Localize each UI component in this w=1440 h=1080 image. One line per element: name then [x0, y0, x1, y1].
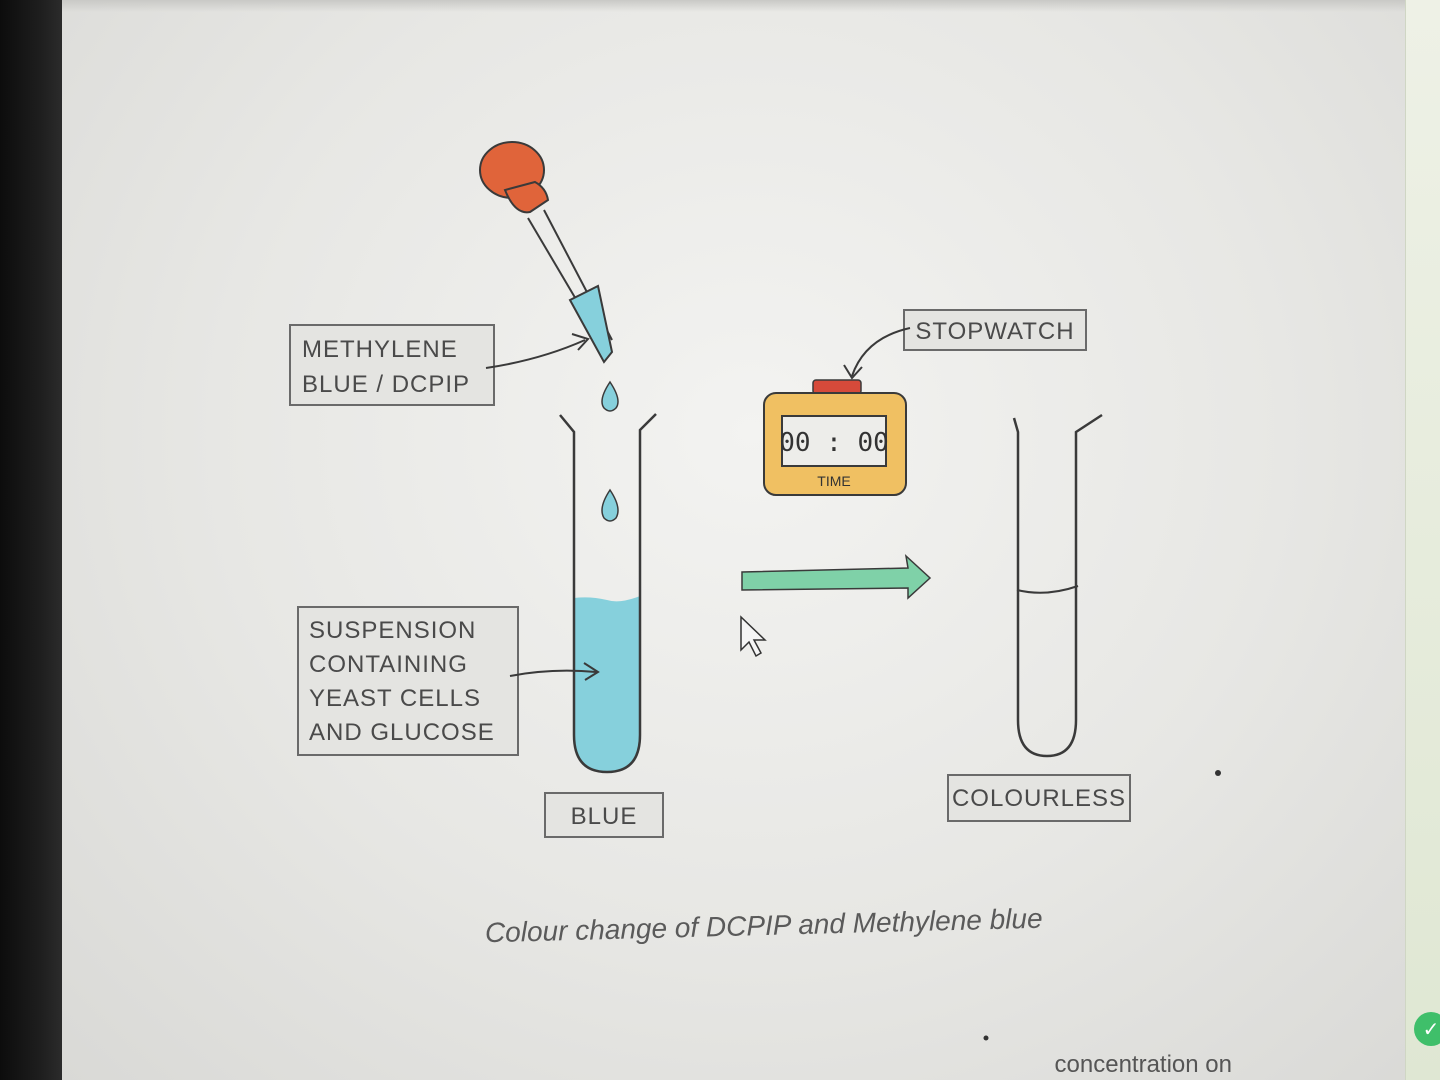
indicator-label: METHYLENE BLUE / DCPIP	[289, 324, 495, 406]
screen-area	[62, 0, 1440, 1080]
stopwatch-label: STOPWATCH	[903, 309, 1087, 351]
mouse-cursor-icon	[740, 615, 767, 658]
suspension-pointer-arrow	[509, 669, 597, 677]
stopwatch-time: 00 : 00	[779, 428, 889, 458]
top-edge-shadow	[62, 0, 1440, 12]
figure-caption: Colour change of DCPIP and Methylene blu…	[485, 903, 1043, 949]
test-tube-colourless	[1012, 413, 1103, 758]
suspension-label-line1: SUSPENSION	[309, 617, 476, 644]
colourless-label-text: COLOURLESS	[952, 785, 1126, 812]
dropper-icon	[479, 141, 614, 364]
side-panel-strip	[1405, 0, 1440, 1080]
stopwatch-pointer-arrow	[851, 327, 911, 377]
suspension-label-line3: YEAST CELLS	[309, 685, 481, 712]
stopwatch-time-label: TIME	[817, 473, 850, 489]
blue-label: BLUE	[544, 792, 664, 838]
indicator-pointer-arrow	[485, 339, 586, 369]
colourless-label: COLOURLESS	[947, 774, 1131, 822]
dust-dot	[1215, 770, 1221, 776]
partial-page-text: concentration on	[1055, 1051, 1232, 1078]
test-tube-blue	[559, 413, 657, 774]
drop-2	[601, 488, 619, 522]
blue-label-text: BLUE	[571, 803, 638, 830]
stopwatch-label-text: STOPWATCH	[915, 318, 1074, 345]
dust-dot	[983, 1035, 989, 1041]
arrow-right-icon	[741, 553, 932, 600]
suspension-label-line2: CONTAINING	[309, 651, 468, 678]
stopwatch-icon: 00 : 00 TIME	[763, 379, 907, 496]
check-icon[interactable]: ✓	[1414, 1012, 1440, 1046]
drop-1	[601, 380, 619, 412]
suspension-label: SUSPENSION CONTAINING YEAST CELLS AND GL…	[297, 606, 519, 756]
suspension-label-line4: AND GLUCOSE	[309, 719, 495, 746]
indicator-label-line2: BLUE / DCPIP	[302, 371, 470, 398]
indicator-label-line1: METHYLENE	[302, 336, 458, 363]
